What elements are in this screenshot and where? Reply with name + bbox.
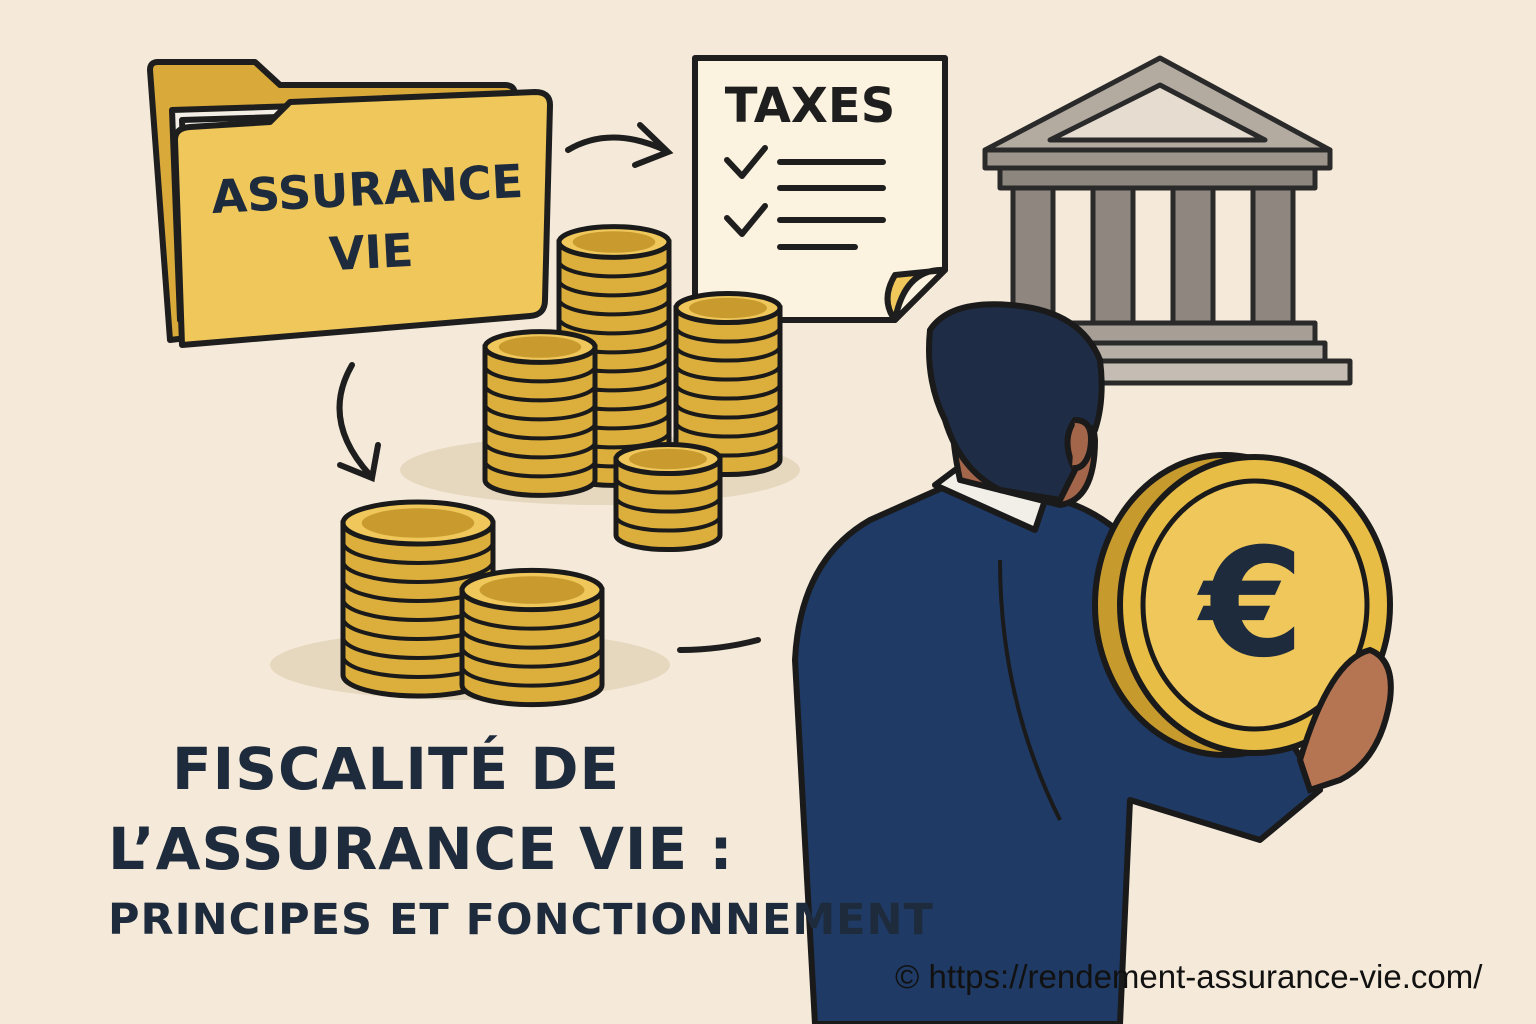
hand [1296,646,1394,794]
coin [674,345,782,363]
document-title: TAXES [725,78,896,134]
title-line-1: FISCALITÉ DE [172,735,621,803]
title-line-2: L’ASSURANCE VIE : [108,815,734,883]
arrow-icon [565,122,674,168]
coin [614,515,722,533]
coin [483,384,597,403]
coin [614,496,722,514]
coin-stack [459,567,605,708]
coin [341,560,495,584]
coin [483,365,597,384]
coin-stacks [340,224,783,708]
title-line-3: PRINCIPES ET FONCTIONNEMENT [108,895,934,945]
coin-stack [673,290,783,478]
copyright-text: © https://rendement-assurance-vie.com/ [895,958,1483,995]
coin [557,298,671,317]
coin-stack [482,329,598,498]
folder-label-line2: VIE [328,223,415,281]
coin [483,460,597,479]
coin [674,421,782,439]
coin [674,383,782,401]
coin-stack [613,441,723,553]
curve-line [677,637,761,653]
coin [614,477,722,495]
coin-stack [340,499,496,699]
euro-coin-icon: € [1092,452,1393,758]
coin [460,608,604,631]
coin [557,317,671,336]
coin [557,260,671,279]
folder-icon: ASSURANCE VIE [147,59,553,348]
coin [341,541,495,565]
coin [483,403,597,422]
coin [674,326,782,344]
taxes-document-icon: TAXES [692,55,948,323]
coin [460,665,604,688]
coin [483,441,597,460]
euro-symbol: € [1197,517,1304,691]
coin [460,646,604,669]
coin [674,364,782,382]
coin [674,402,782,420]
coin [483,422,597,441]
arrow-icon [336,362,381,483]
coin [460,627,604,650]
coin [557,279,671,298]
